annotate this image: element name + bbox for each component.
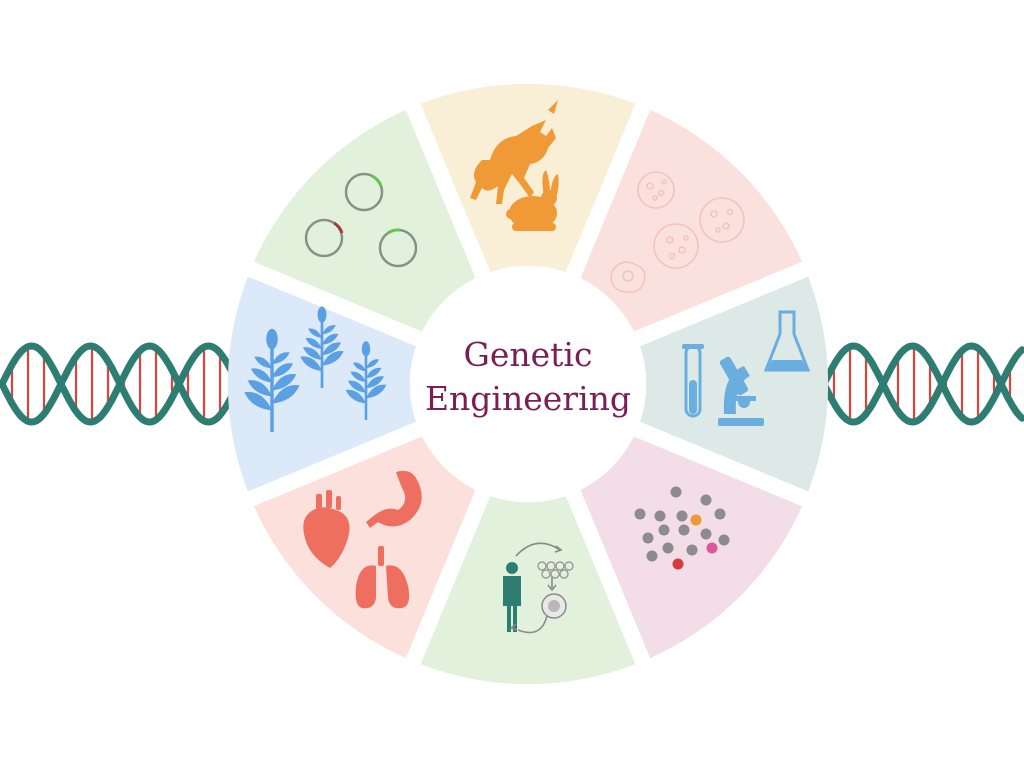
segment-organs-icons bbox=[303, 470, 422, 609]
dna-strand bbox=[820, 342, 1024, 426]
stem-cell-icon bbox=[541, 593, 567, 619]
molecule-dot-icon bbox=[634, 508, 646, 520]
plasmid-icon bbox=[378, 228, 418, 268]
heart-icon bbox=[303, 490, 350, 568]
center-disc bbox=[410, 266, 646, 502]
center-title-line-2: Engineering bbox=[424, 379, 632, 418]
molecule-dot-icon bbox=[718, 534, 730, 546]
dna-helix-right bbox=[820, 342, 1024, 426]
molecule-dot-icon bbox=[654, 510, 666, 522]
molecule-dot-icon bbox=[686, 544, 698, 556]
stomach-icon bbox=[366, 470, 422, 528]
segment-plants-icons bbox=[244, 306, 387, 432]
dna-strand bbox=[820, 342, 1024, 426]
cell-icon bbox=[653, 223, 699, 269]
center-title-line-1: Genetic bbox=[463, 335, 593, 374]
plant-icon bbox=[244, 328, 300, 432]
molecule-dot-icon bbox=[714, 508, 726, 520]
microscope-icon bbox=[718, 356, 764, 426]
segment-lab-icons bbox=[682, 310, 811, 426]
wedge-gene-therapy bbox=[420, 496, 636, 685]
center-title: Genetic Engineering bbox=[400, 333, 656, 421]
plant-icon bbox=[300, 306, 344, 388]
cell-icon bbox=[610, 261, 646, 294]
rabbit-icon bbox=[506, 170, 559, 231]
molecule-dot-icon bbox=[700, 528, 712, 540]
wedge-cells bbox=[580, 109, 803, 332]
person-icon bbox=[503, 562, 521, 632]
molecule-dot-icon bbox=[690, 514, 702, 526]
wedge-plasmids bbox=[253, 109, 476, 332]
molecule-dot-icon bbox=[646, 550, 658, 562]
cell-icon bbox=[637, 171, 675, 209]
molecule-dot-icon bbox=[662, 542, 674, 554]
flask-icon bbox=[763, 310, 811, 372]
lungs-icon bbox=[355, 546, 410, 609]
segment-animals-icons bbox=[470, 100, 559, 231]
segment-gene-therapy-icons bbox=[503, 542, 574, 634]
plasmid-icon bbox=[304, 218, 344, 258]
molecule-dot-icon bbox=[672, 558, 684, 570]
cell-icon bbox=[699, 197, 745, 243]
molecule-dot-icon bbox=[642, 532, 654, 544]
plasmid-icon bbox=[344, 172, 384, 212]
molecule-dot-icon bbox=[670, 486, 682, 498]
segment-cells-icons bbox=[610, 171, 745, 294]
segment-molecules-icons bbox=[634, 486, 730, 570]
wedge-animals bbox=[420, 83, 636, 272]
dna-helix-left bbox=[0, 342, 236, 426]
segment-plasmids-icons bbox=[304, 172, 418, 268]
dna-strand bbox=[0, 342, 236, 426]
dna-strand bbox=[0, 342, 236, 426]
molecule-dot-icon bbox=[700, 494, 712, 506]
molecule-dot-icon bbox=[658, 524, 670, 536]
molecule-dot-icon bbox=[678, 524, 690, 536]
unicorn-icon bbox=[470, 100, 558, 204]
cell-cluster-icon bbox=[537, 561, 574, 579]
molecule-dot-icon bbox=[706, 542, 718, 554]
plant-icon bbox=[345, 341, 387, 420]
molecule-dot-icon bbox=[676, 510, 688, 522]
test-tube-icon bbox=[682, 344, 704, 418]
